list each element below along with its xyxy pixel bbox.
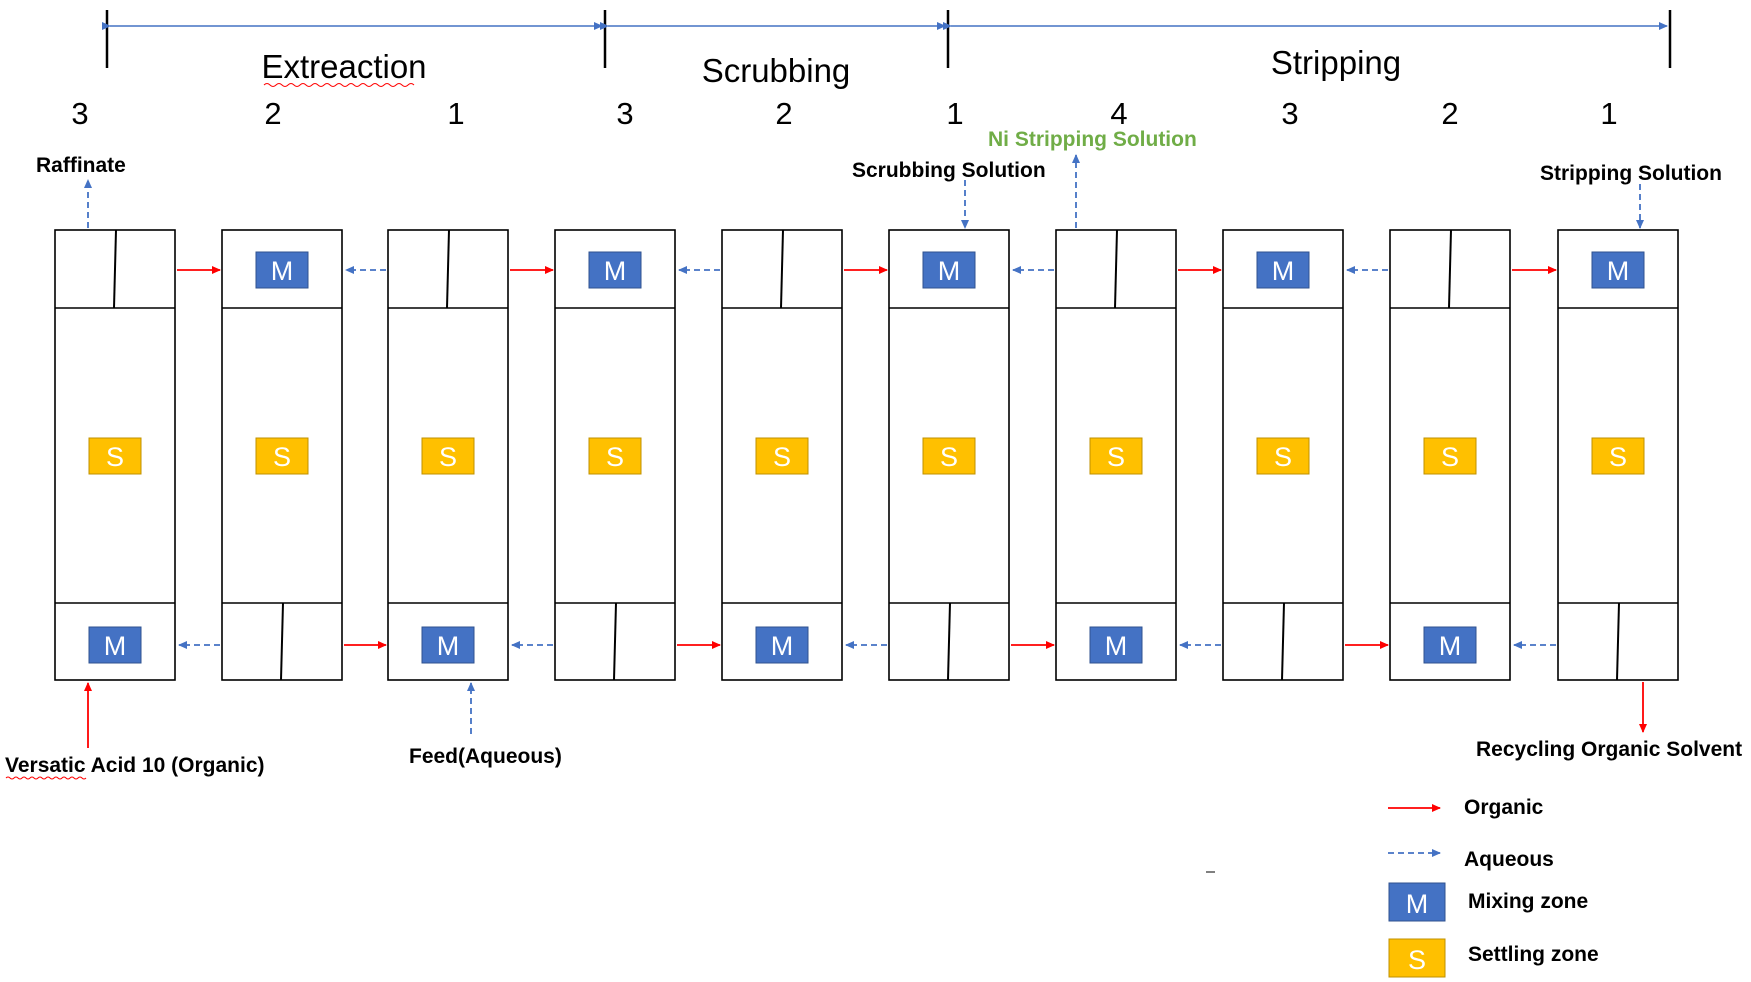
legend-settling-letter: S — [1408, 945, 1426, 975]
legend-mixing-letter: M — [1406, 889, 1429, 919]
versatic-acid-label: Versatic Acid 10 (Organic) — [5, 754, 265, 777]
recycling-solvent-label: Recycling Organic Solvent — [1476, 738, 1742, 761]
mixing-zone-letter: M — [1105, 631, 1128, 661]
settling-zone-box — [88, 437, 142, 475]
stage-number: 2 — [1441, 96, 1458, 131]
weir-divider — [1616, 602, 1620, 681]
mixing-zone-box — [922, 251, 976, 289]
settling-zone-letter: S — [439, 442, 457, 472]
mixer-settler-unit: MS — [1557, 229, 1679, 681]
mixing-zone-letter: M — [938, 256, 961, 286]
mixing-zone-box — [88, 626, 142, 664]
flow-arrows — [84, 154, 1647, 748]
mixer-settler-unit: MS — [1389, 229, 1511, 681]
settling-zone-box — [922, 437, 976, 475]
settling-zone-box — [1591, 437, 1645, 475]
settling-zone-letter: S — [940, 442, 958, 472]
settling-zone-letter: S — [273, 442, 291, 472]
settling-zone-letter: S — [1609, 442, 1627, 472]
settling-zone-letter: S — [773, 442, 791, 472]
ni-stripping-solution-label: Ni Stripping Solution — [988, 128, 1197, 151]
weir-divider — [613, 602, 617, 681]
settling-zone-letter: S — [106, 442, 124, 472]
spellcheck-underline — [263, 83, 415, 87]
mixing-zone-letter: M — [1607, 256, 1630, 286]
mixer-settler-unit: MS — [888, 229, 1010, 681]
section-spans — [105, 10, 1672, 68]
weir-divider — [1448, 229, 1452, 309]
legend-organic-label: Organic — [1464, 796, 1544, 819]
legend-mixing-label: Mixing zone — [1468, 890, 1588, 913]
settling-zone-box — [755, 437, 809, 475]
weir-divider — [446, 229, 450, 309]
settling-zone-box — [1256, 437, 1310, 475]
settling-zone-box — [255, 437, 309, 475]
mixer-settler-unit: MS — [721, 229, 843, 681]
mixer-settler-unit: MS — [221, 229, 343, 681]
weir-divider — [1281, 602, 1285, 681]
stage-number: 1 — [946, 96, 963, 131]
stage-numbers: 3 2 1 3 2 1 4 3 2 1 — [71, 96, 1617, 131]
raffinate-label: Raffinate — [36, 154, 126, 177]
stage-number: 4 — [1110, 96, 1127, 131]
weir-divider — [947, 602, 951, 681]
weir-divider — [1114, 229, 1118, 309]
mixer-settler-unit: MS — [1222, 229, 1344, 681]
mixing-zone-letter: M — [1272, 256, 1295, 286]
section-title-scrubbing: Scrubbing — [702, 52, 851, 89]
spellcheck-underline — [5, 776, 87, 780]
mixing-zone-box — [1256, 251, 1310, 289]
legend-settling-label: Settling zone — [1468, 943, 1599, 966]
settling-zone-box — [421, 437, 475, 475]
mixing-zone-box — [255, 251, 309, 289]
stage-number: 2 — [264, 96, 281, 131]
legend-mixing-box — [1388, 882, 1446, 922]
mixing-zone-box — [755, 626, 809, 664]
stage-number: 2 — [775, 96, 792, 131]
mixer-settler-unit: MS — [1055, 229, 1177, 681]
mixing-zone-letter: M — [1439, 631, 1462, 661]
stage-number: 3 — [71, 96, 88, 131]
settling-zone-letter: S — [1441, 442, 1459, 472]
scrubbing-solution-label: Scrubbing Solution — [852, 159, 1046, 182]
mixer-settler-unit: MS — [54, 229, 176, 681]
mixing-zone-letter: M — [771, 631, 794, 661]
section-title-stripping: Stripping — [1271, 44, 1401, 81]
mixing-zone-letter: M — [271, 256, 294, 286]
stage-number: 3 — [616, 96, 633, 131]
mixing-zone-box — [588, 251, 642, 289]
mixer-settler-unit: MS — [387, 229, 509, 681]
stage-number: 3 — [1281, 96, 1298, 131]
weir-divider — [780, 229, 784, 309]
legend-settling-box — [1388, 938, 1446, 978]
settling-zone-letter: S — [606, 442, 624, 472]
settling-zone-letter: S — [1274, 442, 1292, 472]
legend: Organic Aqueous M Mixing zone S Settling… — [1388, 796, 1599, 978]
settling-zone-letter: S — [1107, 442, 1125, 472]
mixing-zone-letter: M — [437, 631, 460, 661]
mixer-settler-unit: MS — [554, 229, 676, 681]
settling-zone-box — [1089, 437, 1143, 475]
weir-divider — [280, 602, 284, 681]
feed-label: Feed(Aqueous) — [409, 745, 562, 768]
mixing-zone-box — [421, 626, 475, 664]
stage-number: 1 — [447, 96, 464, 131]
stripping-solution-label: Stripping Solution — [1540, 162, 1722, 185]
mixing-zone-letter: M — [604, 256, 627, 286]
weir-divider — [113, 229, 117, 309]
mixing-zone-box — [1423, 626, 1477, 664]
legend-aqueous-label: Aqueous — [1464, 848, 1554, 871]
mixing-zone-box — [1089, 626, 1143, 664]
settling-zone-box — [1423, 437, 1477, 475]
mixing-zone-letter: M — [104, 631, 127, 661]
settling-zone-box — [588, 437, 642, 475]
section-title-extraction: Extreaction — [261, 48, 426, 85]
mixing-zone-box — [1591, 251, 1645, 289]
stage-number: 1 — [1600, 96, 1617, 131]
